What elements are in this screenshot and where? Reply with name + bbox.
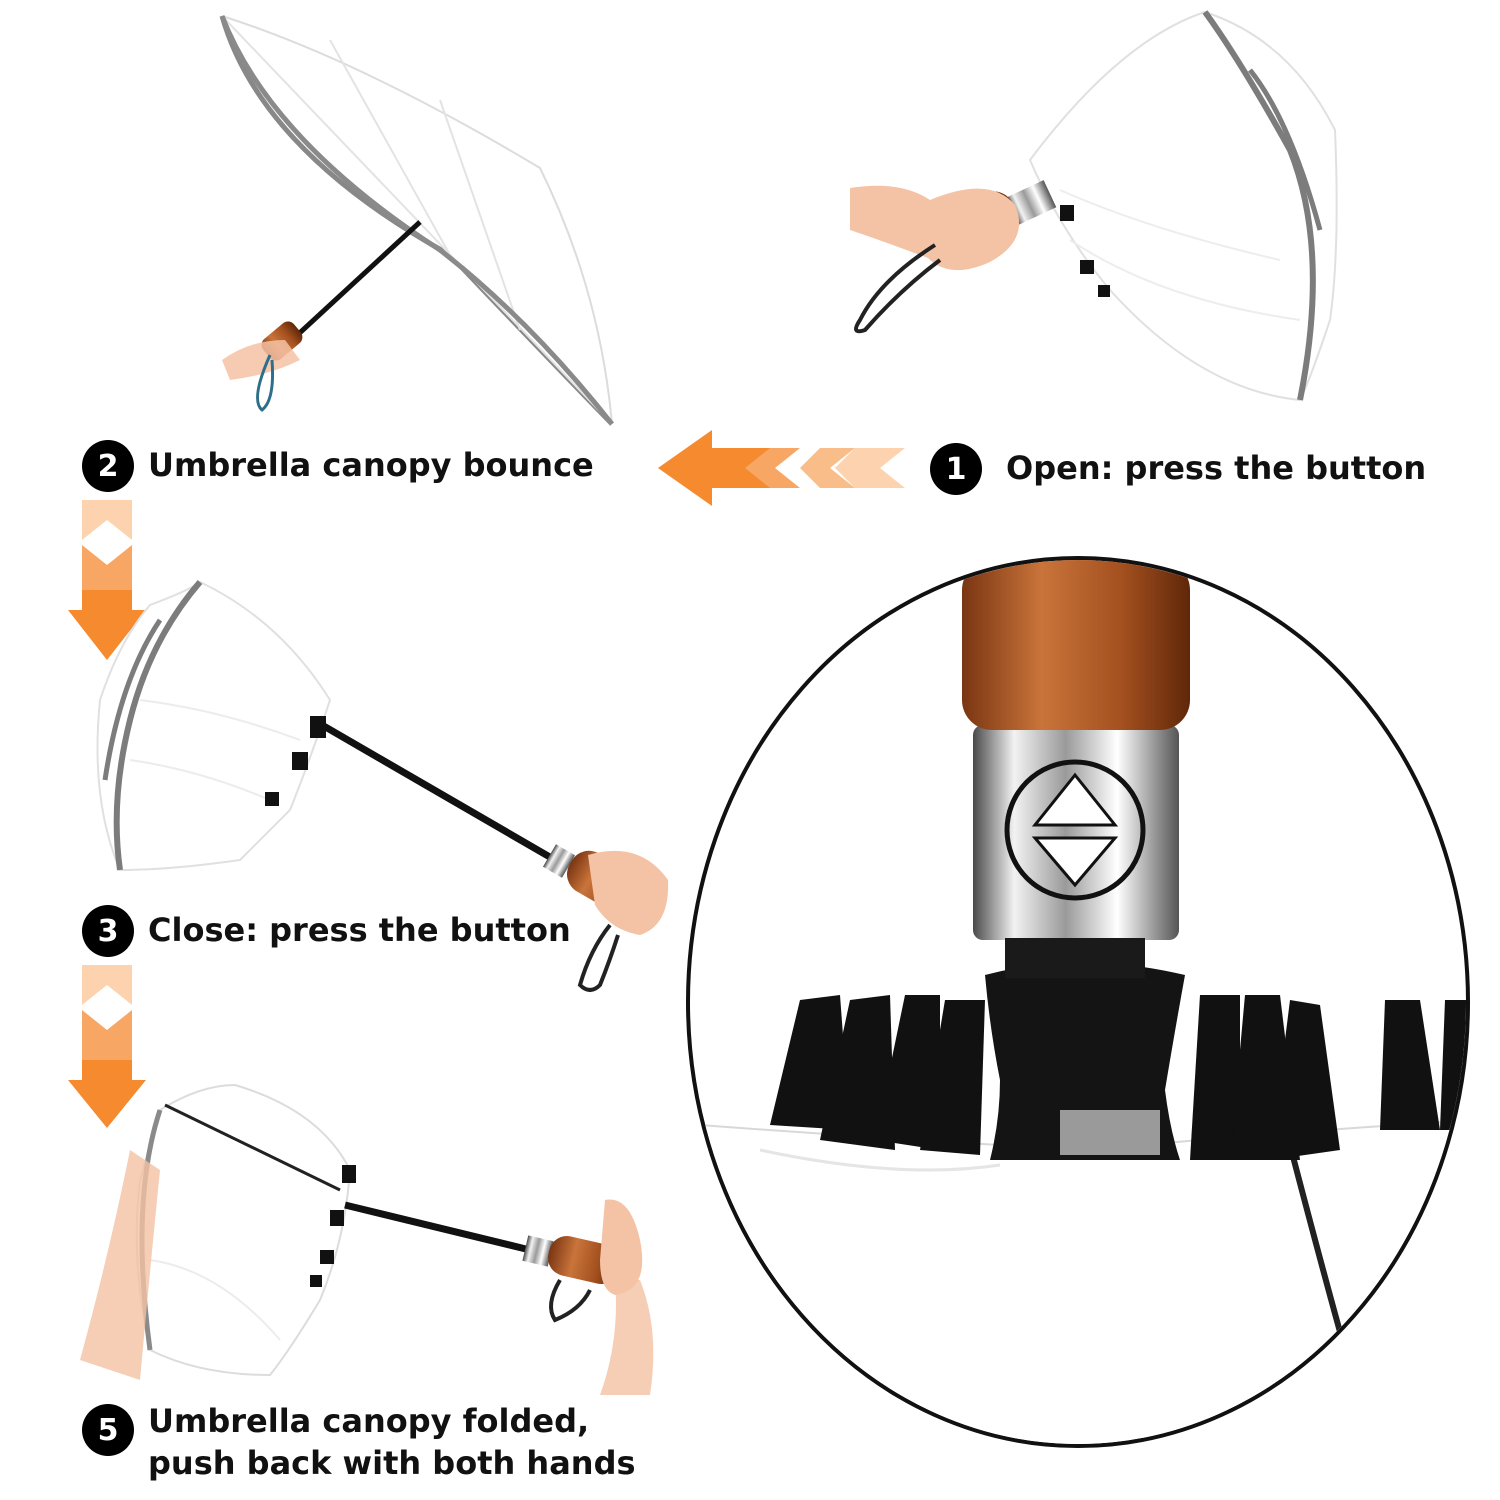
opened-umbrella-illustration — [219, 15, 614, 426]
step-3-label: 3 Close: press the button — [82, 905, 571, 957]
button-closeup-illustration — [686, 556, 1470, 1448]
step-2-text: Umbrella canopy bounce — [148, 446, 594, 484]
left-arrow-icon — [658, 430, 905, 506]
step-5-label: 5 Umbrella canopy folded, push back with… — [82, 1400, 636, 1484]
closing-umbrella-illustration — [96, 580, 669, 992]
step-5-line-1: Umbrella canopy folded, — [148, 1402, 590, 1440]
step-5-line-2: push back with both hands — [148, 1444, 636, 1482]
step-1-label: 1 Open: press the button — [930, 443, 1426, 495]
step-5-text: Umbrella canopy folded, push back with b… — [148, 1400, 636, 1484]
folding-umbrella-illustration — [80, 1083, 654, 1395]
step-3-badge: 3 — [82, 905, 134, 957]
down-arrow-icon — [68, 500, 146, 660]
step-2-label: 2 Umbrella canopy bounce — [82, 440, 594, 492]
step-1-badge: 1 — [930, 443, 982, 495]
opening-umbrella-illustration — [850, 10, 1338, 402]
down-arrow-icon — [68, 965, 146, 1128]
step-1-text: Open: press the button — [1006, 449, 1427, 487]
step-2-badge: 2 — [82, 440, 134, 492]
step-3-text: Close: press the button — [148, 911, 571, 949]
step-5-badge: 5 — [82, 1404, 134, 1456]
